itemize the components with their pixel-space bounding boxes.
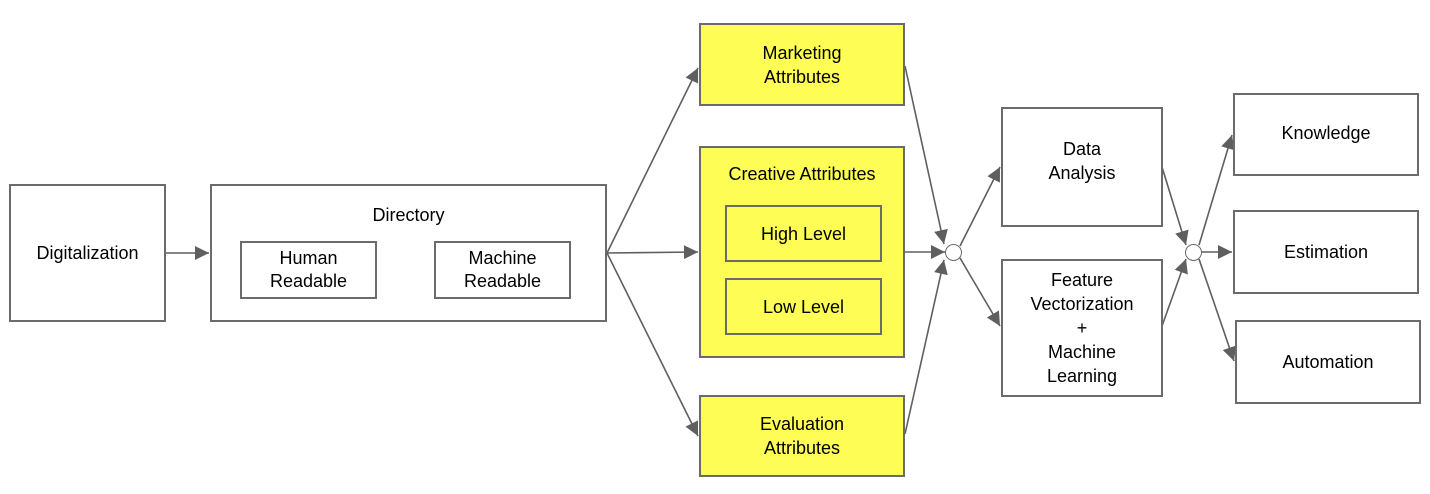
knowledge-label: Knowledge <box>1281 122 1371 143</box>
feature-ml-node: Feature Vectorization + Machine Learning <box>1001 259 1163 397</box>
high-level-node: High Level <box>725 205 882 262</box>
machine-readable-label: Machine Readable <box>463 248 542 291</box>
human-readable-label: Human Readable <box>269 248 348 291</box>
edge-directory-creative <box>606 245 699 260</box>
human-readable-node: Human Readable <box>240 241 377 299</box>
high-level-label: High Level <box>760 223 847 244</box>
edge-marketing-junction1 <box>904 65 948 245</box>
creative-attributes-label: Creative Attributes <box>728 164 876 184</box>
low-level-node: Low Level <box>725 278 882 335</box>
digitalization-label: Digitalization <box>36 243 139 263</box>
edge-directory-evaluation <box>606 252 699 437</box>
automation-label: Automation <box>1282 352 1374 372</box>
automation-node: Automation <box>1235 320 1421 404</box>
edge-directory-marketing <box>606 67 699 254</box>
edge-junction2-knowledge <box>1198 134 1235 246</box>
feature-ml-label: Feature Vectorization + Machine Learning <box>1030 270 1134 386</box>
edge-dataanalysis-junction2 <box>1161 166 1189 246</box>
directory-label: Directory <box>372 205 445 225</box>
evaluation-attributes-node: Evaluation Attributes <box>699 395 905 477</box>
machine-readable-node: Machine Readable <box>434 241 571 299</box>
edge-junction1-feature <box>959 257 1001 327</box>
junction-node-1 <box>945 244 962 261</box>
data-analysis-label: Data Analysis <box>1048 139 1116 183</box>
data-analysis-node: Data Analysis <box>1001 107 1163 227</box>
estimation-node: Estimation <box>1233 210 1419 294</box>
estimation-label: Estimation <box>1283 242 1369 262</box>
digitalization-node: Digitalization <box>9 184 166 322</box>
marketing-attributes-label: Marketing Attributes <box>762 42 842 87</box>
edge-evaluation-junction1 <box>904 259 948 435</box>
edge-junction2-automation <box>1198 258 1237 362</box>
low-level-label: Low Level <box>762 296 845 317</box>
edge-feature-junction2 <box>1161 258 1188 327</box>
junction-node-2 <box>1185 244 1202 261</box>
knowledge-node: Knowledge <box>1233 93 1419 176</box>
marketing-attributes-node: Marketing Attributes <box>699 23 905 106</box>
evaluation-attributes-label: Evaluation Attributes <box>759 414 845 458</box>
edge-junction1-dataanalysis <box>959 166 1001 247</box>
